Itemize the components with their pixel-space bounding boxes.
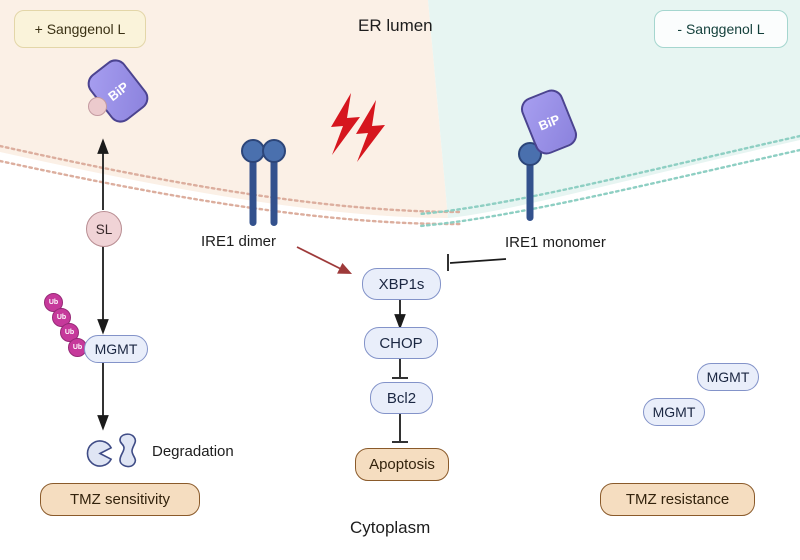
tbar-ire1monomer-to-xbp1s [447, 254, 507, 271]
ub-label: Ub [64, 329, 75, 336]
plus-sanggenol-badge: + Sanggenol L [14, 10, 146, 48]
bip-left-label: BiP [104, 78, 132, 104]
node-chop: CHOP [364, 327, 438, 359]
membrane-teal-inner [418, 148, 800, 228]
node-tmz-resistance: TMZ resistance [600, 483, 755, 516]
minus-sanggenol-badge: - Sanggenol L [654, 10, 788, 48]
connectors [97, 138, 507, 443]
membrane-teal-outer [418, 134, 800, 216]
ubiquitin-icon: Ub [52, 308, 71, 327]
ire1-dimer-receptor [241, 139, 286, 226]
ub-label: Ub [56, 314, 67, 321]
er-lumen-teal-region [428, 0, 800, 218]
node-tmz-sensitivity: TMZ sensitivity [40, 483, 200, 516]
bip-ligand-dot [88, 97, 107, 116]
node-mgmt-right-2: MGMT [643, 398, 705, 426]
arrow-ire1dimer-to-xbp1s [296, 246, 353, 274]
node-apoptosis: Apoptosis [355, 448, 449, 481]
ub-label: Ub [72, 344, 83, 351]
node-mgmt-left: MGMT [84, 335, 148, 363]
sanggenol-sl-molecule: SL [86, 211, 122, 247]
node-mgmt-right-1: MGMT [697, 363, 759, 391]
ub-label: Ub [48, 299, 59, 306]
node-bcl2: Bcl2 [370, 382, 433, 414]
er-membrane [0, 134, 800, 228]
lightning-icon [331, 93, 385, 162]
sl-label: SL [95, 221, 113, 237]
membrane-pink-inner [0, 159, 464, 226]
ire1-monomer-label: IRE1 monomer [505, 234, 606, 251]
er-lumen-label: ER lumen [358, 16, 433, 35]
bip-right-label: BiP [536, 110, 562, 134]
ire1-dimer-label: IRE1 dimer [201, 233, 277, 250]
er-lumen-warm-region [0, 0, 448, 218]
cytoplasm-label: Cytoplasm [350, 518, 431, 537]
degradation-label: Degradation [152, 443, 234, 460]
arrow-xbp1s-to-chop [394, 299, 406, 330]
degradation-fragments-icon [86, 433, 137, 468]
arrow-sl-to-mgmt [97, 246, 109, 335]
tbar-chop-to-bcl2 [392, 357, 408, 379]
arrow-sl-to-bip [97, 138, 109, 210]
arrow-mgmt-to-degradation [97, 362, 109, 431]
tbar-bcl2-to-apoptosis [392, 412, 408, 443]
membrane-pink-outer [0, 144, 464, 214]
node-xbp1s: XBP1s [362, 268, 441, 300]
